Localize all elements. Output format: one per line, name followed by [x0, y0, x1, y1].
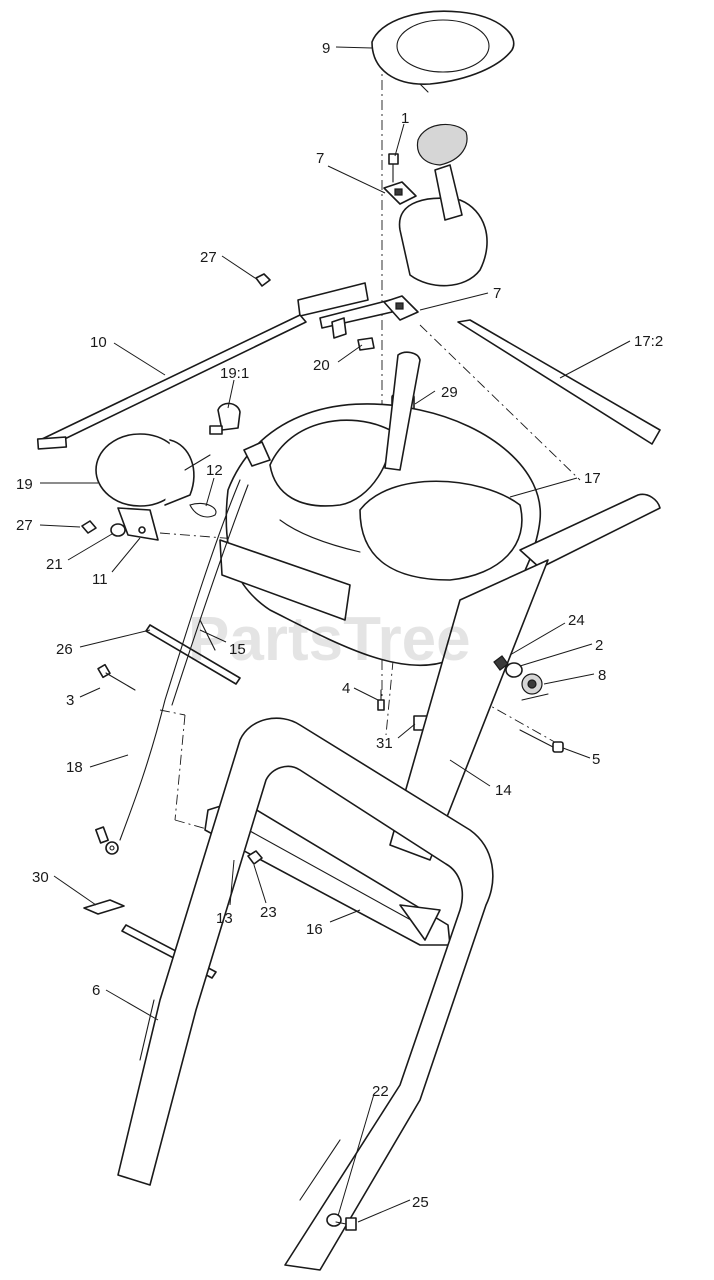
callout-31: 31	[376, 735, 393, 752]
callout-11: 11	[92, 571, 108, 588]
part-19-headlight	[95, 433, 211, 507]
part-27-nut-upper	[255, 273, 271, 287]
part-17-2-seal-strip	[457, 319, 661, 445]
callout-23: 23	[260, 904, 277, 921]
part-26-cable-tie	[145, 624, 241, 685]
part-1-bolt	[388, 153, 399, 183]
part-7-clip-lower	[383, 295, 419, 321]
callout-10: 10	[90, 334, 107, 351]
part-14-right-handle	[389, 493, 661, 861]
callout-26: 26	[56, 641, 73, 658]
alignment-line-left-bolt	[159, 709, 186, 716]
callout-30: 30	[32, 869, 49, 886]
callout-14: 14	[495, 782, 512, 799]
chute-control-joystick	[398, 123, 488, 287]
callout-16: 16	[306, 921, 323, 938]
part-20-pin	[331, 317, 375, 351]
callout-21: 21	[46, 556, 63, 573]
part-2-washer	[505, 662, 523, 678]
callout-5: 5	[592, 751, 600, 768]
callout-25: 25	[412, 1194, 429, 1211]
part-21-washer	[110, 523, 126, 537]
part-3-bolt	[97, 663, 136, 691]
part-12-tie	[189, 502, 217, 518]
callout-12: 12	[206, 462, 223, 479]
callout-9: 9	[322, 40, 330, 57]
callout-7-upper: 7	[316, 150, 324, 167]
alignment-line-left-down	[174, 714, 186, 821]
callout-15: 15	[229, 641, 246, 658]
part-27-nut-lower	[81, 520, 97, 534]
leader-lines	[39, 46, 631, 1223]
callout-24: 24	[568, 612, 585, 629]
part-10-rod	[36, 314, 307, 450]
part-7-clip-upper	[383, 181, 417, 205]
part-15-connector	[199, 619, 216, 651]
callout-13: 13	[216, 910, 233, 927]
part-9-bezel	[371, 10, 515, 93]
part-24-nut	[493, 655, 509, 671]
part-4-screw	[377, 689, 385, 711]
callout-18: 18	[66, 759, 83, 776]
part-11-light-bracket	[117, 507, 159, 541]
callout-22: 22	[372, 1083, 389, 1100]
callout-27-upper: 27	[200, 249, 217, 266]
callout-1: 1	[401, 110, 409, 127]
callout-29: 29	[441, 384, 458, 401]
alignment-line-panel-cover	[419, 324, 581, 481]
part-22-washer	[326, 1213, 342, 1227]
callout-17: 17	[584, 470, 601, 487]
part-23-nut	[247, 850, 263, 865]
callout-17-2: 17:2	[634, 333, 663, 350]
harness-connector	[243, 441, 271, 467]
part-25-bolt	[335, 1217, 357, 1231]
alignment-line-right-bolt	[479, 699, 561, 746]
part-6-handle-frame	[117, 717, 494, 1271]
part-8-knob	[521, 673, 549, 701]
callout-2: 2	[595, 637, 603, 654]
callout-19: 19	[16, 476, 33, 493]
callout-8: 8	[598, 667, 606, 684]
part-5-bolt	[519, 729, 564, 753]
watermark: PartsTree	[188, 605, 471, 674]
callout-7-lower: 7	[493, 285, 501, 302]
part-18-harness	[95, 479, 249, 855]
callout-labels: 9 1 7 27 7 10 20 17:2 29 19:1 19 12 17 2…	[16, 40, 663, 1211]
callout-20: 20	[313, 357, 330, 374]
callout-3: 3	[66, 692, 74, 709]
callout-4: 4	[342, 680, 350, 697]
callout-19-1: 19:1	[220, 365, 249, 382]
callout-27-lower: 27	[16, 517, 33, 534]
alignment-line-left-bracket	[174, 819, 211, 831]
part-19-1-bulb	[209, 402, 241, 435]
part-30-clip	[83, 899, 125, 915]
callout-6: 6	[92, 982, 100, 999]
